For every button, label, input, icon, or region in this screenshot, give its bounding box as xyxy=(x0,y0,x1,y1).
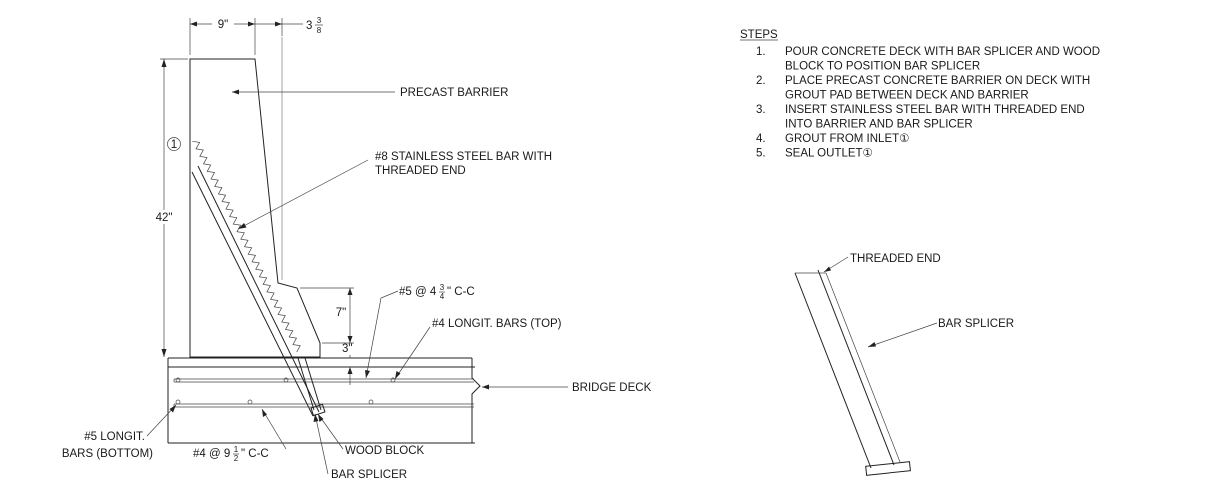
barrier-section: 9" 3 3 8 42" xyxy=(62,16,652,481)
step-text: BLOCK TO POSITION BAR SPLICER xyxy=(785,61,980,73)
step-text: SEAL OUTLET① xyxy=(785,148,873,160)
dim-3-cover-label: 3" xyxy=(342,343,352,355)
step-number: 1. xyxy=(756,46,766,58)
dim-3-den: 8 xyxy=(317,26,322,35)
dim-3-whole: 3 xyxy=(306,20,312,32)
callout-wood-block: WOOD BLOCK xyxy=(317,413,425,457)
precast-barrier-outline xyxy=(189,58,321,358)
stainless-bar-line1: #8 STAINLESS STEEL BAR WITH xyxy=(375,151,552,163)
step-text: POUR CONCRETE DECK WITH BAR SPLICER AND … xyxy=(785,46,1100,58)
stainless-steel-bar xyxy=(191,140,320,417)
step-text: INTO BARRIER AND BAR SPLICER xyxy=(785,119,973,131)
callout-bridge-deck: BRIDGE DECK xyxy=(482,382,652,394)
step-text: PLACE PRECAST CONCRETE BARRIER ON DECK W… xyxy=(785,75,1090,87)
transverse-bars-prefix: #5 @ 4 xyxy=(399,286,437,298)
bottom-transverse-num: 1 xyxy=(234,445,239,454)
bottom-transverse-den: 2 xyxy=(234,454,239,463)
bar-splicer-label: BAR SPLICER xyxy=(331,469,407,481)
transverse-bars-den: 4 xyxy=(440,292,445,301)
dim-3-num: 3 xyxy=(317,16,322,25)
step-number: 2. xyxy=(756,75,766,87)
bottom-bars-line2: BARS (BOTTOM) xyxy=(62,448,153,460)
dim-curb-height: 7" xyxy=(300,287,354,344)
bottom-transverse-suffix: " C-C xyxy=(241,448,269,460)
precast-barrier-label: PRECAST BARRIER xyxy=(400,87,508,99)
callout-top-bars: #4 LONGIT. BARS (TOP) xyxy=(394,318,562,380)
bottom-transverse-prefix: #4 @ 9 xyxy=(193,448,230,460)
steps-list: STEPS 1. POUR CONCRETE DECK WITH BAR SPLI… xyxy=(740,29,1100,160)
dim-cover: 3" xyxy=(342,343,353,385)
callout-bottom-transverse: #4 @ 9 1 2 " C-C xyxy=(193,408,287,463)
dim-height: 42" xyxy=(150,58,188,357)
callout-bottom-bars: #5 LONGIT. BARS (BOTTOM) xyxy=(62,404,177,460)
step-number: 5. xyxy=(756,148,766,160)
transverse-bars-suffix: " C-C xyxy=(447,286,475,298)
dim-offset: 3 3 8 xyxy=(255,16,323,36)
dim-42-label: 42" xyxy=(156,212,173,224)
dim-top-width: 9" xyxy=(189,17,256,55)
stainless-bar-line2: THREADED END xyxy=(375,165,466,177)
step-number: 3. xyxy=(756,104,766,116)
step-text: INSERT STAINLESS STEEL BAR WITH THREADED… xyxy=(785,104,1085,116)
callout-threaded-end: THREADED END xyxy=(823,253,941,273)
deck-bar-splicer xyxy=(297,357,326,417)
top-bars-label: #4 LONGIT. BARS (TOP) xyxy=(432,318,562,330)
step-text: GROUT PAD BETWEEN DECK AND BARRIER xyxy=(785,90,1029,102)
bridge-deck-label: BRIDGE DECK xyxy=(572,382,652,394)
step-number: 4. xyxy=(756,133,766,145)
bridge-deck-slab xyxy=(167,357,481,444)
detail-bar-splicer-label: BAR SPLICER xyxy=(938,318,1014,330)
dim-7-label: 7" xyxy=(336,307,346,319)
callout-transverse-bars: #5 @ 4 3 4 " C-C xyxy=(365,283,475,379)
threaded-end-label: THREADED END xyxy=(850,253,941,265)
bottom-bars-line1: #5 LONGIT. xyxy=(84,431,145,443)
transverse-bars-num: 3 xyxy=(440,283,445,292)
inlet-marker: 1 xyxy=(167,137,181,151)
svg-text:1: 1 xyxy=(171,139,177,151)
steps-title: STEPS xyxy=(740,29,778,41)
wood-block-label: WOOD BLOCK xyxy=(345,445,425,457)
callout-detail-splicer: BAR SPLICER xyxy=(867,318,1014,348)
splicer-detail: THREADED END BAR SPLICER xyxy=(794,253,1014,476)
callout-precast-barrier: PRECAST BARRIER xyxy=(232,87,508,99)
callout-bar-splicer: BAR SPLICER xyxy=(313,413,407,481)
dim-9-label: 9" xyxy=(218,19,228,31)
step-text: GROUT FROM INLET① xyxy=(785,133,909,145)
callout-stainless-bar: #8 STAINLESS STEEL BAR WITH THREADED END xyxy=(237,151,552,230)
